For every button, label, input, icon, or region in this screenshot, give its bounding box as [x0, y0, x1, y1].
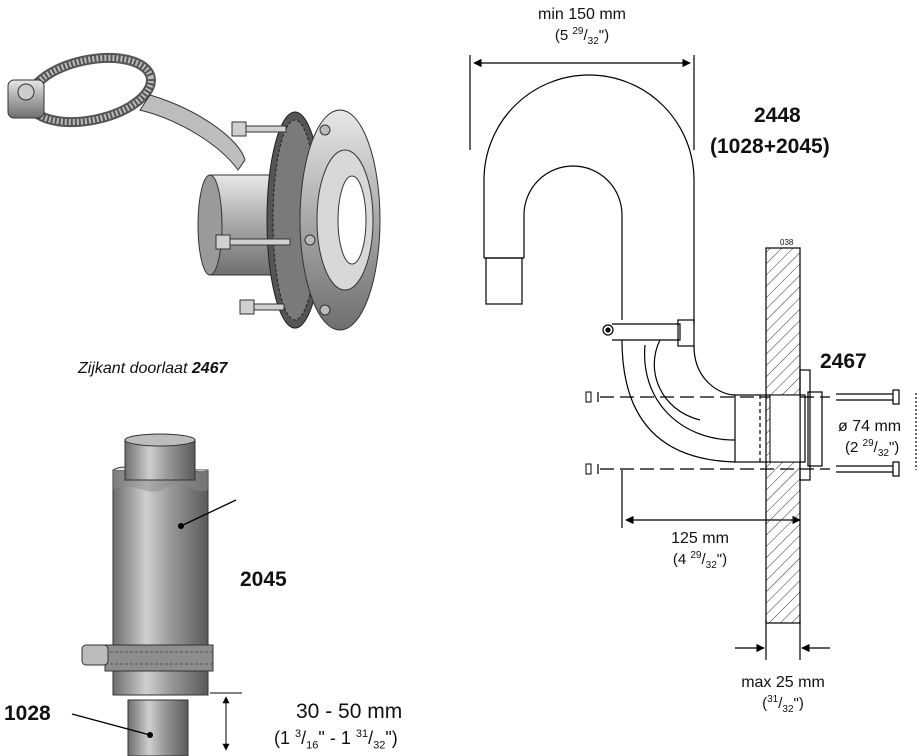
flange-code: 2467: [820, 350, 867, 373]
overlap-dimension-metric: 30 - 50 mm: [296, 700, 403, 723]
overlap-dimension-imperial: (1 3/16" - 1 31/32"): [274, 728, 398, 752]
width-dimension-metric: min 150 mm: [537, 6, 627, 23]
pipe-code-1028: 1028: [4, 702, 51, 725]
diameter-dimension-metric: ø 74 mm: [838, 418, 902, 435]
drawing-number: 038: [780, 238, 794, 247]
assembly-parts: (1028+2045): [710, 135, 830, 158]
depth-dimension-imperial: (4 29/32"): [672, 550, 728, 571]
flange-illustration: [7, 52, 381, 331]
flange-caption: Zijkant doorlaat 2467: [78, 360, 228, 377]
diameter-dimension-imperial: (2 29/32"): [845, 438, 900, 459]
width-dimension-imperial: (5 29/32"): [554, 26, 610, 47]
pipe-code-2045: 2045: [240, 568, 287, 591]
pipe-illustration: [71, 433, 242, 756]
assembly-code: 2448: [754, 104, 801, 127]
wall-dimension-metric: max 25 mm: [741, 674, 825, 691]
wall-dimension-imperial: (31/32"): [762, 694, 804, 715]
depth-dimension-metric: 125 mm: [671, 530, 729, 547]
